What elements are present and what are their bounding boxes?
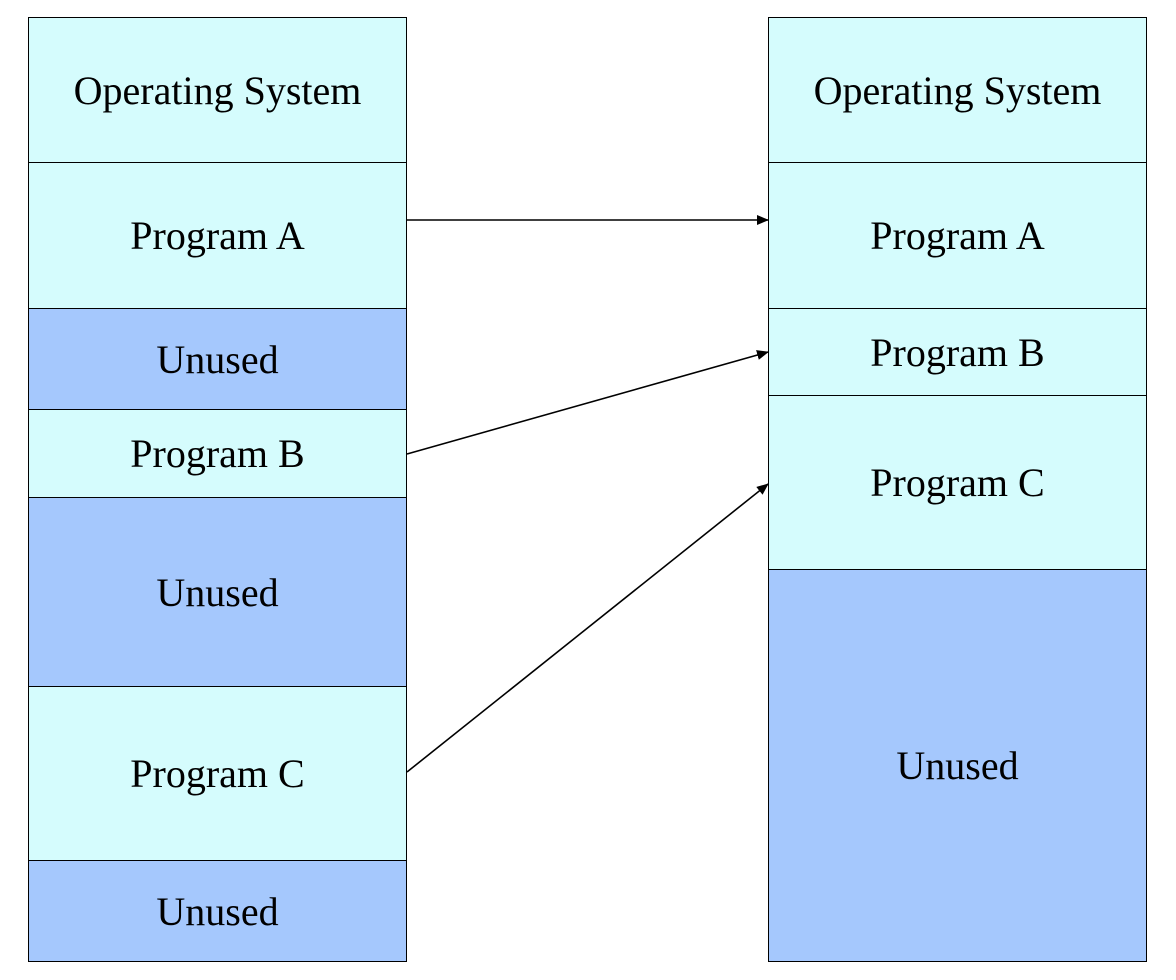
right-unused-label: Unused (896, 743, 1019, 788)
program-b-move-arrow (406, 350, 769, 455)
left-program-a-block: Program A (28, 162, 407, 309)
left-unused-block-2: Unused (28, 497, 407, 687)
left-program-c-block: Program C (28, 686, 407, 861)
left-operating-system-block: Operating System (28, 17, 407, 163)
right-operating-system-block: Operating System (768, 17, 1147, 163)
left-program-a-label: Program A (130, 213, 305, 258)
left-unused-block-1: Unused (28, 308, 407, 410)
program-c-move-arrow (406, 483, 769, 773)
right-program-a-label: Program A (870, 213, 1045, 258)
memory-after-compaction: Operating System Program A Program B Pro… (768, 17, 1147, 962)
right-program-b-label: Program B (870, 329, 1045, 375)
left-program-c-label: Program C (130, 751, 305, 796)
left-operating-system-label: Operating System (73, 67, 362, 113)
left-program-b-label: Program B (130, 431, 305, 476)
memory-before-compaction: Operating System Program A Unused Progra… (28, 17, 407, 962)
left-unused-label-1: Unused (156, 336, 279, 382)
right-operating-system-label: Operating System (813, 67, 1102, 113)
left-unused-label-2: Unused (156, 569, 279, 615)
right-program-b-block: Program B (768, 308, 1147, 396)
right-unused-block: Unused (768, 569, 1147, 962)
left-program-b-block: Program B (28, 409, 407, 498)
right-program-c-block: Program C (768, 395, 1147, 570)
left-unused-block-3: Unused (28, 860, 407, 962)
right-program-c-label: Program C (870, 460, 1045, 505)
right-program-a-block: Program A (768, 162, 1147, 309)
left-unused-label-3: Unused (156, 888, 279, 934)
